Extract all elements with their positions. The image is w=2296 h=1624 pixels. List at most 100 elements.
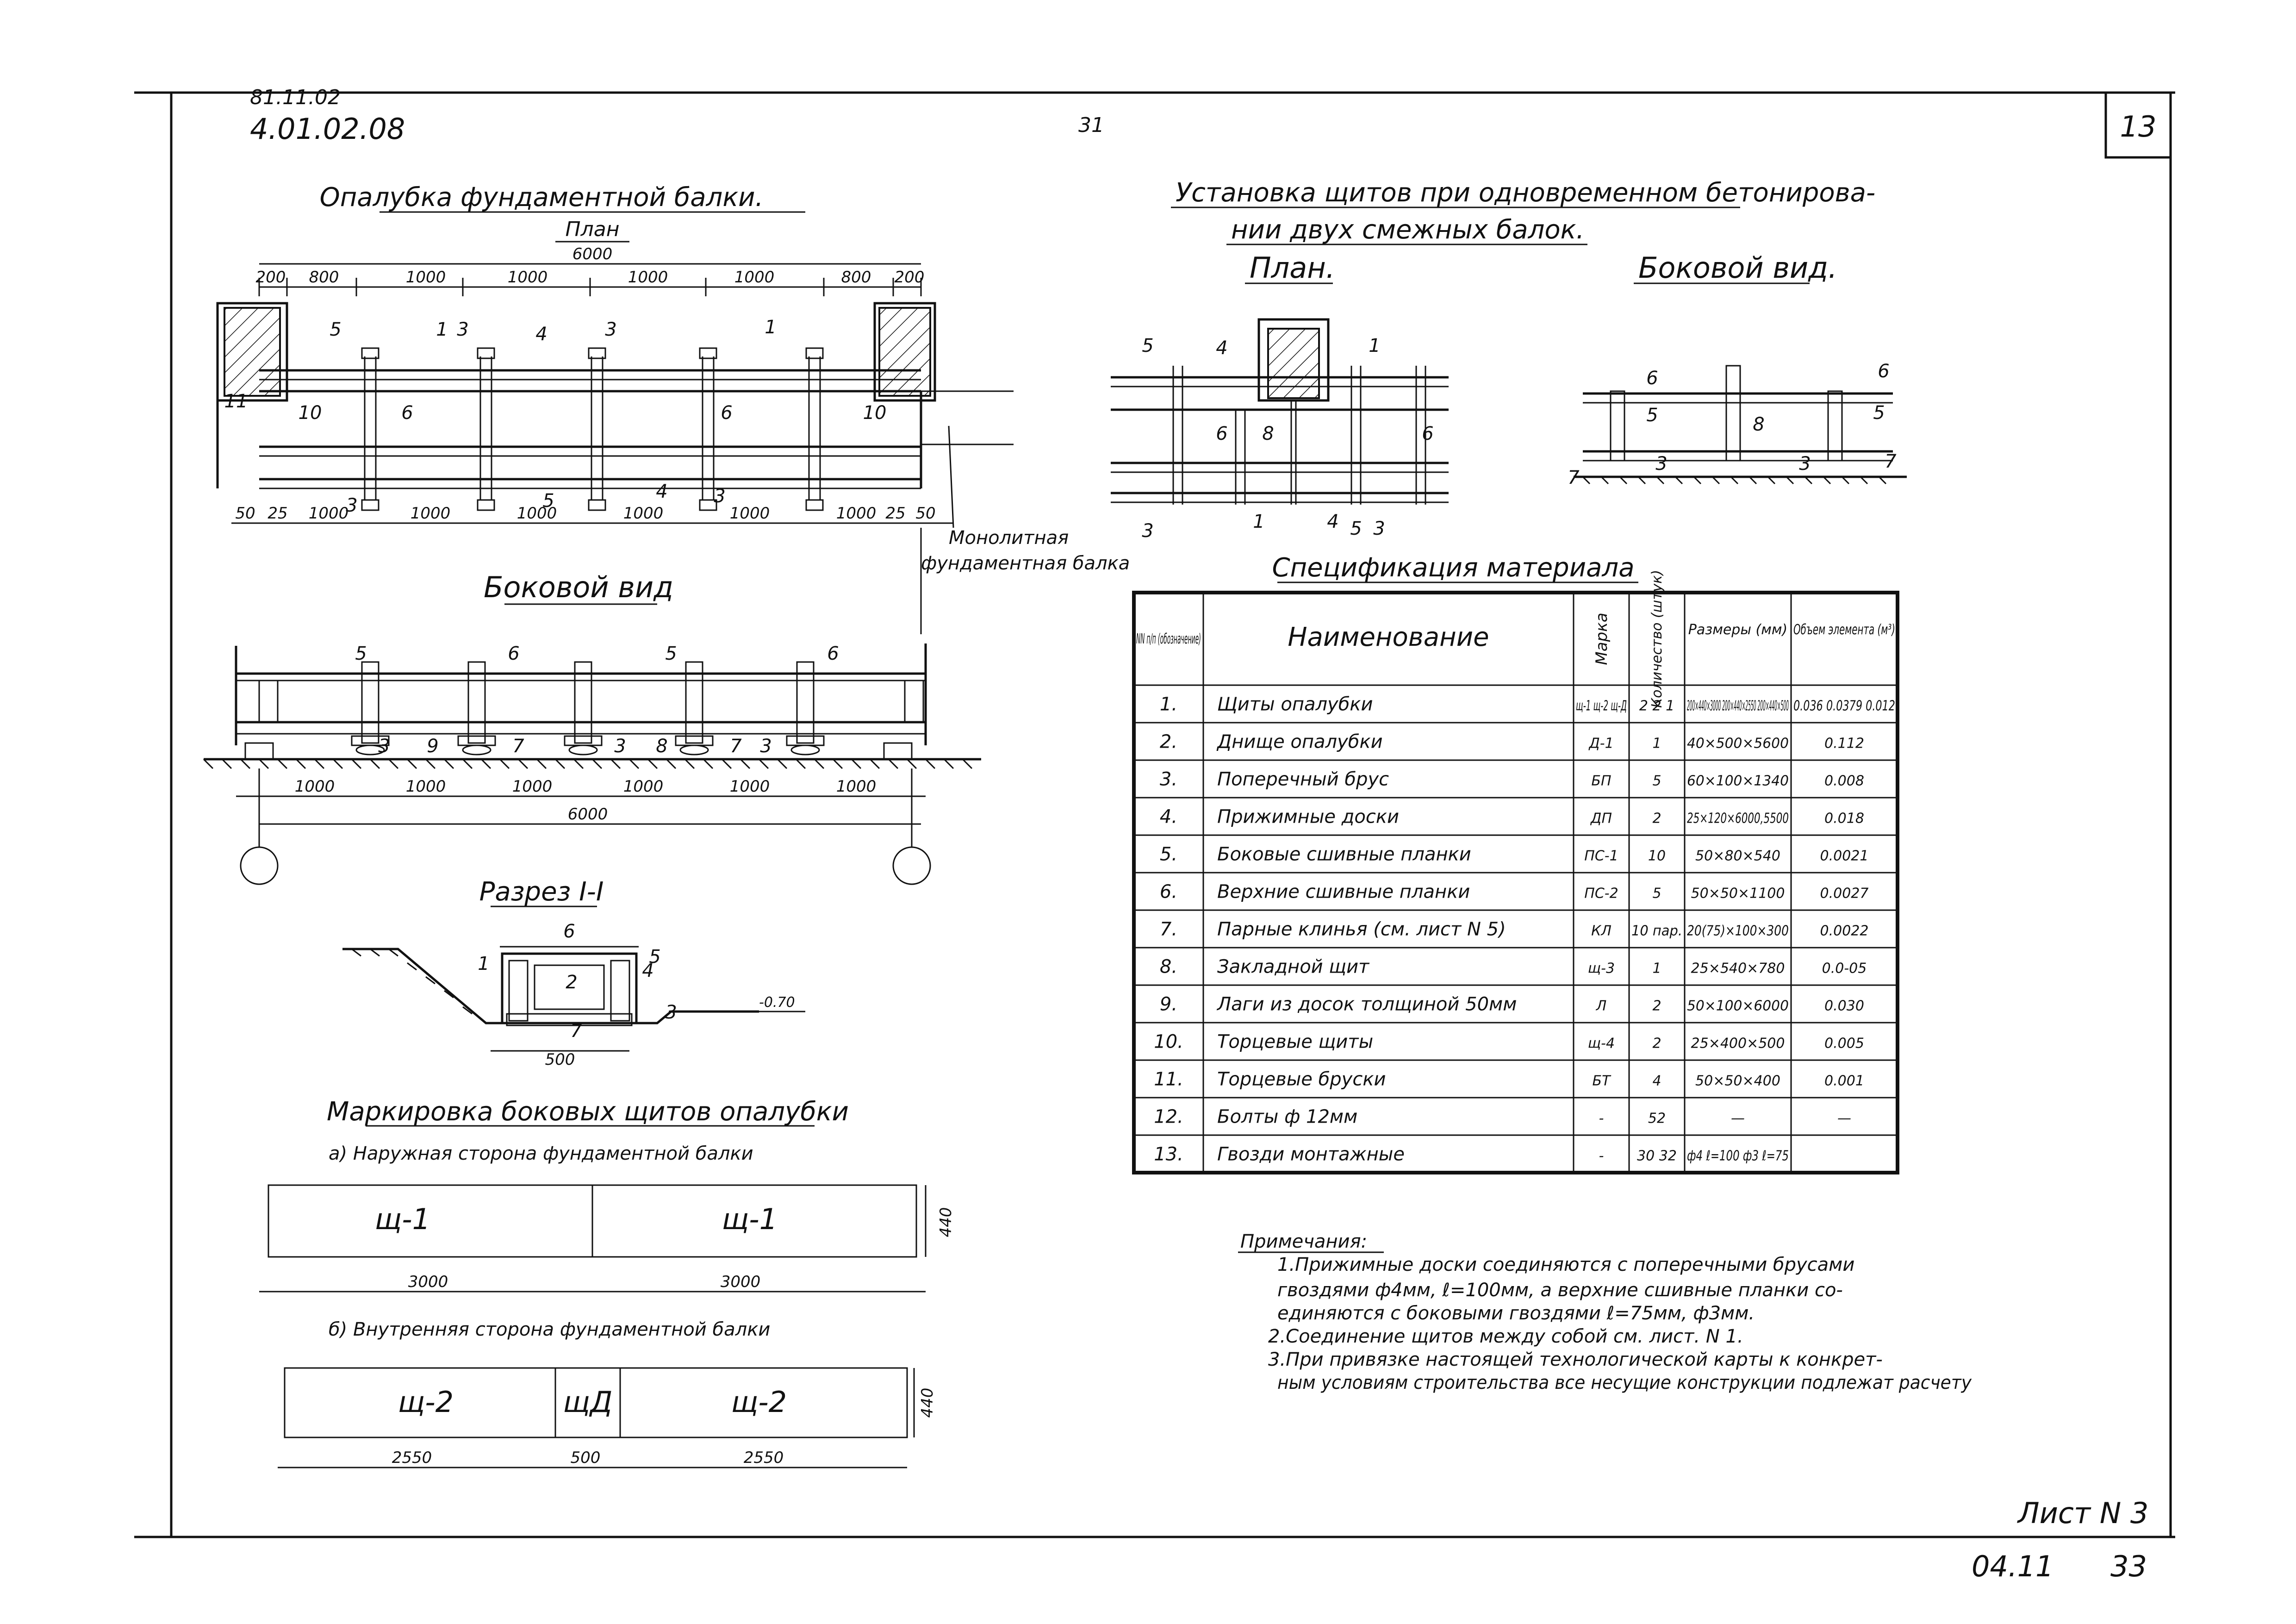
- inner-panel-1: щ-2: [398, 1385, 454, 1419]
- spec-cell-qty: 52: [1648, 1111, 1666, 1127]
- spec-cell-size: 50×80×540: [1695, 848, 1780, 864]
- install-plan-callout: 3: [1373, 518, 1385, 539]
- plan-bottom-dim: 50: [915, 504, 935, 523]
- spec-header-volume: Объем элемента (м³): [1793, 622, 1895, 638]
- spec-cell-num: 2.: [1160, 731, 1177, 753]
- spec-cell-mark: -: [1599, 1148, 1604, 1164]
- side-dim: 1000: [623, 777, 664, 796]
- spec-cell-volume: 0.005: [1824, 1036, 1864, 1052]
- footer-code: 04.11: [1972, 1549, 2054, 1583]
- spec-cell-name: Гвозди монтажные: [1217, 1144, 1405, 1165]
- spec-cell-name: Боковые сшивные планки: [1217, 844, 1471, 865]
- plan-callout: 3: [714, 486, 725, 507]
- install-plan-label: План.: [1250, 251, 1335, 285]
- side-dim: 1000: [730, 777, 770, 796]
- side-view-posts: [351, 661, 825, 756]
- spec-cell-num: 4.: [1160, 806, 1177, 828]
- side-callout: 6: [508, 643, 519, 664]
- notes-title: Примечания:: [1240, 1231, 1367, 1252]
- marking-outer-caption: а) Наружная сторона фундаментной балки: [329, 1143, 753, 1164]
- spec-cell-num: 5.: [1160, 844, 1177, 865]
- plan-view: Опалубка фундаментной балки. План 6000 2…: [216, 182, 1130, 634]
- spec-cell-name: Верхние сшивные планки: [1217, 881, 1470, 903]
- footer-sheet-label: Лист N 3: [2017, 1496, 2148, 1530]
- install-side-callout: 3: [1655, 453, 1667, 475]
- plan-callout: 5: [330, 319, 341, 340]
- plan-title: Опалубка фундаментной балки.: [320, 182, 764, 212]
- inner-dim-1: 2550: [392, 1449, 432, 1467]
- plan-top-dim: 1000: [628, 268, 668, 287]
- plan-callout: 1: [436, 319, 448, 340]
- spec-cell-qty: 4: [1652, 1073, 1661, 1089]
- section-callout: 1: [478, 953, 489, 974]
- install-plan-callout: 5: [1350, 518, 1362, 539]
- spec-cell-size: 50×100×6000: [1687, 998, 1789, 1014]
- monolithic-label-1: Монолитная: [949, 527, 1069, 549]
- side-callout: 8: [656, 736, 667, 757]
- spec-cell-size: 25×120×6000,5500: [1687, 811, 1789, 827]
- spec-cell-qty: 10: [1648, 848, 1666, 864]
- monolithic-label-2: фундаментная балка: [921, 553, 1130, 574]
- spec-cell-mark: БП: [1591, 773, 1611, 789]
- spec-cell-mark: щ-1 щ-2 щ-Д: [1576, 698, 1627, 714]
- install-view: Установка щитов при одновременном бетони…: [1111, 178, 1907, 542]
- spec-cell-num: 6.: [1160, 881, 1177, 903]
- marking-inner-caption: б) Внутренняя сторона фундаментной балки: [329, 1319, 770, 1340]
- install-title-1: Установка щитов при одновременном бетони…: [1176, 178, 1875, 208]
- side-dim: 1000: [836, 777, 877, 796]
- install-side-callout: 8: [1753, 414, 1764, 435]
- spec-cell-volume: —: [1837, 1111, 1851, 1127]
- spec-cell-size: 200×440×3000 200×440×2550 200×440×500: [1687, 698, 1789, 714]
- install-plan-callout: 4: [1216, 337, 1227, 359]
- spec-cell-name: Болты ф 12мм: [1217, 1106, 1357, 1128]
- spec-header-num: NN п/п (обозначение): [1136, 631, 1201, 647]
- spec-cell-volume: 0.030: [1824, 998, 1864, 1014]
- install-side-callout: 5: [1873, 402, 1885, 424]
- outer-panel-2: щ-1: [722, 1202, 778, 1236]
- section-callout: 4: [642, 960, 653, 981]
- spec-cell-volume: 0.001: [1824, 1073, 1864, 1089]
- spec-header-mark: Марка: [1593, 612, 1611, 665]
- side-view-dims: 1000 1000 1000 1000 1000 1000: [295, 777, 877, 796]
- plan-callout: 5: [542, 490, 554, 512]
- spec-cell-volume: 0.0-05: [1822, 961, 1867, 977]
- plan-callout: 10: [299, 402, 322, 424]
- install-side-label: Боковой вид.: [1638, 251, 1837, 285]
- side-callout: 3: [378, 736, 390, 757]
- header-code-top: 81.11.02: [250, 86, 341, 109]
- install-plan-callout: 1: [1253, 511, 1264, 532]
- sheet-number: 13: [2120, 110, 2157, 144]
- spec-cell-qty: 2: [1652, 811, 1661, 827]
- spec-cell-qty: 2 2 1: [1639, 698, 1674, 714]
- spec-cell-qty: 30 32: [1637, 1148, 1677, 1164]
- header-code: 4.01.02.08: [250, 112, 405, 146]
- side-dim: 1000: [295, 777, 335, 796]
- spec-title: Спецификация материала: [1272, 553, 1634, 583]
- spec-cell-mark: ПС-1: [1584, 848, 1618, 864]
- spec-cell-mark: щ-4: [1588, 1036, 1615, 1052]
- inner-height: 440: [918, 1388, 937, 1418]
- spec-cell-qty: 1: [1652, 961, 1661, 977]
- plan-top-dim: 200: [256, 268, 286, 287]
- install-side-callout: 7: [1885, 451, 1897, 472]
- side-dim: 1000: [406, 777, 446, 796]
- plan-bottom-dim: 1000: [309, 504, 349, 523]
- install-plan-callout: 6: [1422, 423, 1433, 444]
- side-callout: 6: [827, 643, 839, 664]
- side-callout: 3: [614, 736, 626, 757]
- spec-cell-num: 9.: [1160, 994, 1177, 1015]
- plan-callout: 10: [863, 402, 887, 424]
- side-dim: 1000: [512, 777, 553, 796]
- spec-cell-qty: 2: [1652, 1036, 1661, 1052]
- section-callout: 5: [649, 946, 660, 968]
- note-line-4: 2.Соединение щитов между собой см. лист.…: [1268, 1326, 1743, 1347]
- spec-cell-mark: щ-3: [1588, 961, 1615, 977]
- plan-bottom-dim: 25: [268, 504, 287, 523]
- spec-cell-mark: -: [1599, 1111, 1604, 1127]
- plan-bottom-dim: 50: [235, 504, 255, 523]
